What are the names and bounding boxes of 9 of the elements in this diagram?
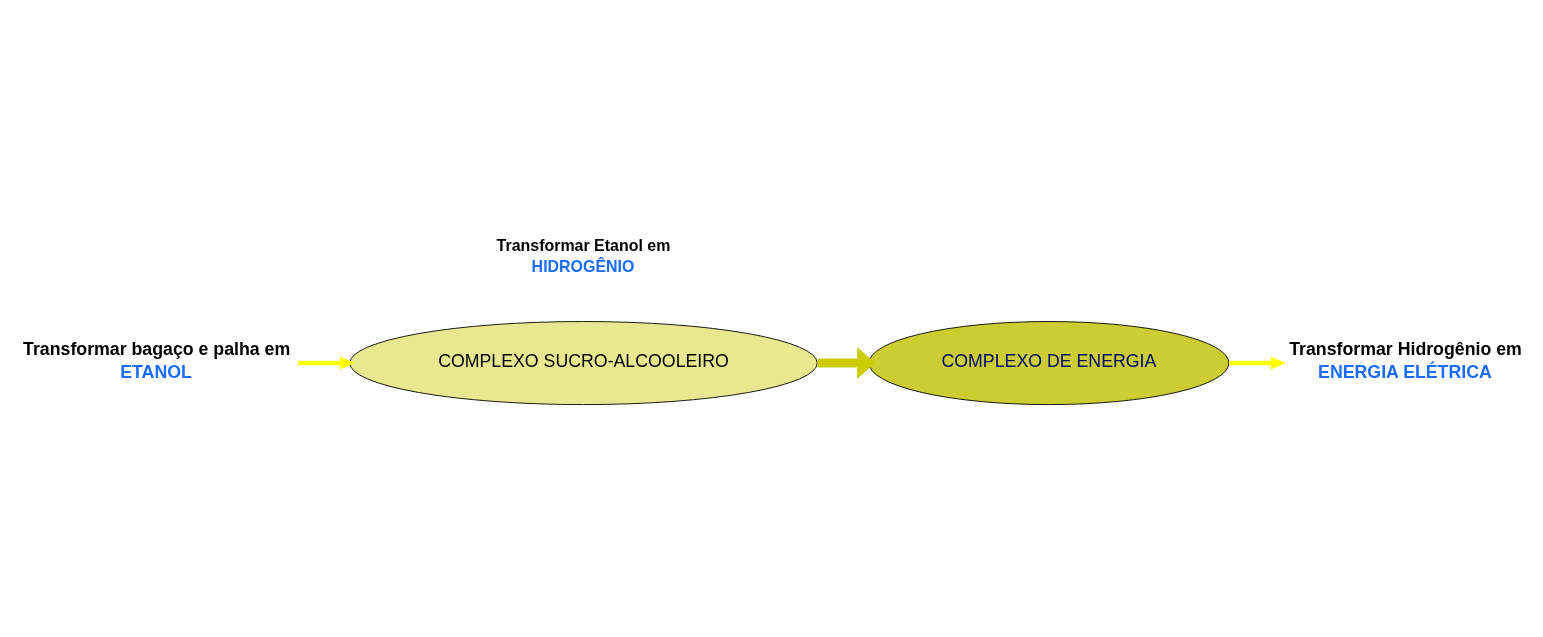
arrow — [298, 356, 355, 370]
arrow — [1229, 356, 1286, 370]
node-ellipse: COMPLEXO DE ENERGIA — [868, 320, 1230, 405]
node-text: Transformar Hidrogênio em ENERGIA ELÉTRICA — [1289, 338, 1522, 382]
node-ellipse: COMPLEXO SUCRO-ALCOOLEIRO — [349, 320, 818, 405]
arrow — [817, 346, 876, 379]
node-text: Transformar bagaço e palha em ETANOL — [23, 338, 291, 382]
label: HIDROGÊNIO — [531, 257, 635, 275]
label: Transformar Etanol em — [496, 236, 671, 254]
